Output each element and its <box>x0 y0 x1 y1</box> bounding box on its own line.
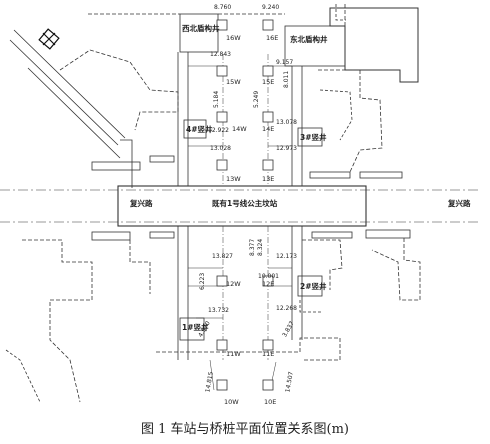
main-station-box <box>117 185 367 227</box>
pier-label-12e: 12E <box>262 280 274 288</box>
dim-label: 8.760 <box>214 4 231 11</box>
pier-16w <box>216 19 228 31</box>
nw-shield-shaft-label: 西北盾构井 <box>182 23 220 33</box>
pier-13e <box>262 159 274 171</box>
nw-shield-shaft-outline <box>179 13 219 53</box>
dim-label: 8.011 <box>283 71 290 88</box>
dim-label: 9.240 <box>262 4 279 11</box>
dim-label: 13.028 <box>210 145 231 152</box>
pier-12e <box>262 275 274 287</box>
dim-label: 13.078 <box>276 119 297 126</box>
dim-label: 12.268 <box>276 305 297 312</box>
shaft-1-label: 1#竖井 <box>182 322 209 332</box>
dim-label: 13.732 <box>208 307 229 314</box>
pier-10e <box>262 379 274 391</box>
ne-shield-shaft-label: 东北盾构井 <box>290 34 328 44</box>
dim-label: 9.157 <box>276 59 293 66</box>
dim-label: 8.324 <box>257 239 264 256</box>
shaft-2-label: 2#竖井 <box>300 281 327 291</box>
dim-label: 14.815 <box>204 371 215 393</box>
pier-label-13e: 13E <box>262 175 274 183</box>
shaft-2-outline <box>297 275 323 297</box>
figure-caption: 图 1 车站与桥桩平面位置关系图(m) <box>140 422 349 437</box>
ne-shield-shaft-outline <box>284 25 346 67</box>
pier-label-12w: 12W <box>226 280 241 288</box>
dim-label: 5.184 <box>213 91 220 108</box>
pier-label-15e: 15E <box>262 78 274 86</box>
road-label-left: 复兴路 <box>129 198 153 208</box>
dim-label: 5.249 <box>253 91 260 108</box>
pier-11w <box>216 339 228 351</box>
dim-label: 13.827 <box>212 253 233 260</box>
shaft-3-outline <box>297 127 323 147</box>
pier-14e <box>262 111 274 123</box>
shaft-4-outline <box>183 119 207 139</box>
equipment-icon <box>38 28 60 50</box>
pier-15e <box>262 65 274 77</box>
pier-label-13w: 13W <box>226 175 241 183</box>
pier-label-14w: 14W <box>232 125 247 133</box>
pier-label-10w: 10W <box>224 398 239 406</box>
pier-13w <box>216 159 228 171</box>
shaft-1-outline <box>179 317 205 341</box>
pier-label-16e: 16E <box>266 34 278 42</box>
dim-label: 6.223 <box>199 273 206 290</box>
pier-label-10e: 10E <box>264 398 276 406</box>
pier-11e <box>262 339 274 351</box>
pier-label-11w: 11W <box>226 350 241 358</box>
pier-14w <box>216 111 228 123</box>
pier-label-15w: 15W <box>226 78 241 86</box>
dim-label: 12.843 <box>210 51 231 58</box>
pier-label-11e: 11E <box>262 350 274 358</box>
pier-16e <box>262 19 274 31</box>
shaft-4-label: 4#竖井 <box>186 124 213 134</box>
pier-label-16w: 16W <box>226 34 241 42</box>
dim-label: 10.001 <box>258 273 279 280</box>
pier-label-14e: 14E <box>262 125 274 133</box>
dim-label: 14.507 <box>284 371 295 393</box>
pier-12w <box>216 275 228 287</box>
road-label-right: 复兴路 <box>447 198 471 208</box>
dim-label: 12.173 <box>276 253 297 260</box>
station-label: 既有1号线公主坟站 <box>212 198 278 208</box>
dim-label: 3.837 <box>281 320 296 339</box>
dim-label: 12.973 <box>276 145 297 152</box>
station-pier-plan: 西北盾构井 东北盾构井 4#竖井 3#竖井 2#竖井 1#竖井 复兴路 复兴路 … <box>0 4 480 406</box>
shaft-3-label: 3#竖井 <box>300 132 327 142</box>
dim-label: 12.922 <box>208 127 229 134</box>
pier-10w <box>216 379 228 391</box>
dim-label: 8.377 <box>249 239 256 256</box>
pier-15w <box>216 65 228 77</box>
